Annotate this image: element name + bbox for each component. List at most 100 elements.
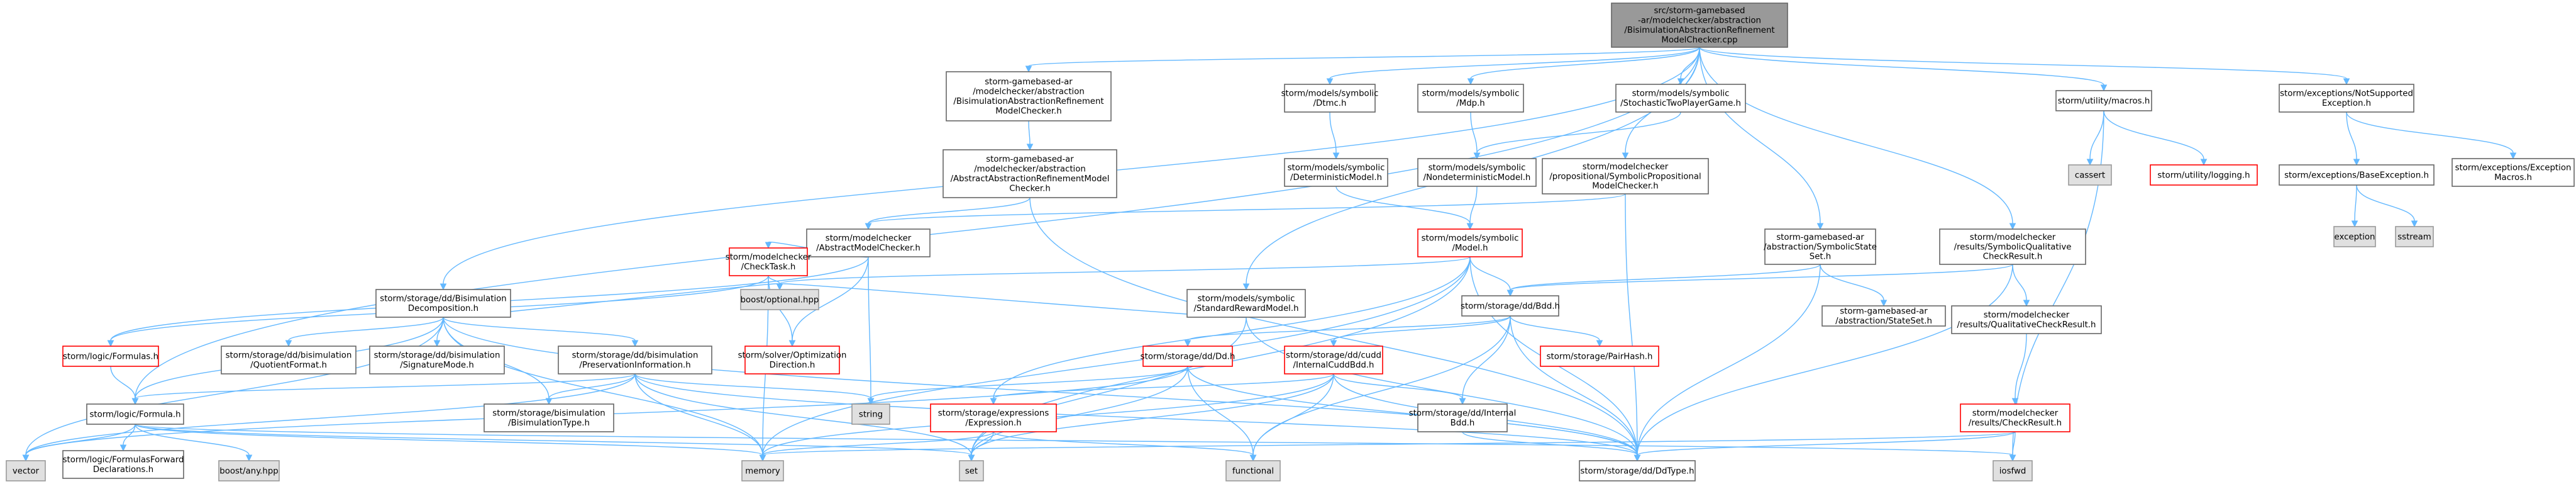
node-qual-h[interactable]: storm/modelchecker/results/QualitativeCh… [1951,305,2102,334]
node-symqual-h[interactable]: storm/modelchecker/results/SymbolicQuali… [1939,228,2086,265]
node-box [1417,84,1524,113]
node-baseexc-h[interactable]: storm/exceptions/BaseException.h [2279,164,2435,186]
node-layer: src/storm-gamebased-ar/modelchecker/abst… [6,3,2575,481]
node-label-line: memory [745,466,780,476]
node-box [930,403,1057,432]
node-label-line: storm/models/symbolic [1288,164,1385,173]
node-bdd-h[interactable]: storm/storage/dd/Bdd.h [1461,295,1560,317]
edge-expression-h-to-functional [993,431,1257,462]
node-box [1764,228,1876,265]
node-stdreward-h[interactable]: storm/models/symbolic/StandardRewardMode… [1186,289,1306,318]
node-checkres-h[interactable]: storm/modelchecker/results/CheckResult.h [1960,403,2070,432]
edge-model-h-to-boostopt [776,256,1471,291]
node-box [1284,158,1388,187]
node-label-line: /StandardRewardModel.h [1193,304,1298,313]
node-box [218,460,280,481]
edge-absmc-h-to-string [867,256,875,405]
node-box [2395,226,2434,247]
node-detmodel-h[interactable]: storm/models/symbolic/DeterministicModel… [1284,158,1388,187]
node-label-line: /Expression.h [965,419,1021,428]
node-label-line: Declarations.h [93,465,153,475]
node-box [1417,158,1537,187]
edge-bdd-h-to-ddtype-h [1510,315,1641,462]
node-label-line: /propositional/SymbolicPropositional [1549,172,1701,181]
node-label-line: storm/storage/expressions [938,409,1049,419]
edge-checktask-h-to-optdir-h [768,275,796,347]
node-bisimtype-h[interactable]: storm/storage/bisimulation/BisimulationT… [484,403,614,432]
node-label-line: storm/exceptions/Exception [2455,164,2572,173]
node-label-line: Direction.h [770,361,815,370]
node-ddtype-h[interactable]: storm/storage/dd/DdType.h [1579,460,1696,481]
node-box [1542,158,1709,194]
edge-nondetmodel-h-to-model-h [1466,186,1478,230]
node-pairhash-h[interactable]: storm/storage/PairHash.h [1540,346,1659,367]
node-box [1993,460,2033,481]
node-label-line: /BisimulationAbstractionRefinement [1624,26,1774,35]
node-dd-h[interactable]: storm/storage/dd/Dd.h [1141,346,1235,367]
node-box [1615,84,1746,113]
node-label-line: storm/logic/Formulas.h [63,352,158,361]
node-quotient-h[interactable]: storm/storage/dd/bisimulation/QuotientFo… [221,346,357,374]
node-label-line: cassert [2075,171,2105,180]
node-label-line: storm/storage/dd/cudd [1286,351,1381,361]
node-box [744,346,840,374]
edge-bisimdecomp-h-to-ddtype-h [443,317,1641,462]
node-label-line: storm/models/symbolic [1281,89,1379,99]
node-nondetmodel-h[interactable]: storm/models/symbolic/NondeterministicMo… [1417,158,1537,187]
node-box [740,289,819,310]
node-label-line: storm/modelchecker [1984,311,2070,320]
node-root[interactable]: src/storm-gamebased-ar/modelchecker/abst… [1611,3,1788,48]
edge-notsupp-h-to-baseexc-h [2346,111,2360,166]
node-internalcudd-h[interactable]: storm/storage/dd/cudd/InternalCuddBdd.h [1284,346,1383,374]
node-label-line: /QuotientFormat.h [250,361,327,370]
node-stochgame-h[interactable]: storm/models/symbolic/StochasticTwoPlaye… [1615,84,1746,113]
node-stateset-h[interactable]: storm-gamebased-ar/abstraction/StateSet.… [1821,305,1946,327]
node-box [369,346,505,374]
node-formulas-h[interactable]: storm/logic/Formulas.h [62,346,159,367]
node-label-line: string [859,410,883,419]
node-dtmc-h[interactable]: storm/models/symbolic/Dtmc.h [1281,84,1379,113]
node-label-line: CheckResult.h [1983,252,2043,262]
node-label-line: set [965,466,978,476]
node-sigmode-h[interactable]: storm/storage/dd/bisimulation/SignatureM… [369,346,505,374]
node-box [741,460,784,481]
edge-bisimref-h-to-absbisimref-h [1026,120,1034,151]
node-label-line: storm/storage/dd/Bdd.h [1461,301,1560,311]
node-label-line: storm/storage/bisimulation [492,409,605,419]
node-expression-h[interactable]: storm/storage/expressions/Expression.h [930,403,1057,432]
node-box [729,247,808,276]
node-formulasfwd-h[interactable]: storm/logic/FormulasForwardDeclarations.… [62,450,184,479]
node-box [2333,226,2376,247]
node-label-line: Checker.h [1009,184,1051,193]
edge-bisimdecomp-h-to-quotient-h [285,317,444,347]
edge-internalcudd-h-to-expression-h [990,373,1334,405]
edge-dtmc-h-to-detmodel-h [1329,111,1340,160]
node-propmc-h[interactable]: storm/modelchecker/propositional/Symboli… [1542,158,1709,194]
node-formula-h[interactable]: storm/logic/Formula.h [86,403,184,425]
node-logging-h[interactable]: storm/utility/logging.h [2150,164,2258,186]
edge-bdd-h-to-pairhash-h [1510,315,1603,347]
node-presinfo-h[interactable]: storm/storage/dd/bisimulation/Preservati… [558,346,712,374]
node-absmc-h[interactable]: storm/modelchecker/AbstractModelChecker.… [806,228,931,257]
node-bisimdecomp-h[interactable]: storm/storage/dd/BisimulationDecompositi… [375,289,511,318]
node-macros-h[interactable]: storm/utility/macros.h [2055,90,2152,111]
edge-expression-h-to-set [968,431,994,462]
node-label-line: storm/utility/macros.h [2058,96,2150,106]
node-box [946,71,1112,121]
node-model-h[interactable]: storm/models/symbolic/Model.h [1417,228,1523,257]
node-symstate-h[interactable]: storm-gamebased-ar/abstraction/SymbolicS… [1764,228,1877,265]
node-bisimref-h[interactable]: storm-gamebased-ar/modelchecker/abstract… [946,71,1112,121]
node-string: string [851,403,890,425]
node-label-line: storm-gamebased-ar [1840,307,1928,317]
node-box [62,346,159,367]
node-mdp-h[interactable]: storm/models/symbolic/Mdp.h [1417,84,1524,113]
node-absbisimref-h[interactable]: storm-gamebased-ar/modelchecker/abstract… [943,149,1117,198]
node-box [2452,158,2575,187]
node-label-line: storm/models/symbolic [1198,295,1295,304]
node-checktask-h[interactable]: storm/modelchecker/CheckTask.h [726,247,812,276]
